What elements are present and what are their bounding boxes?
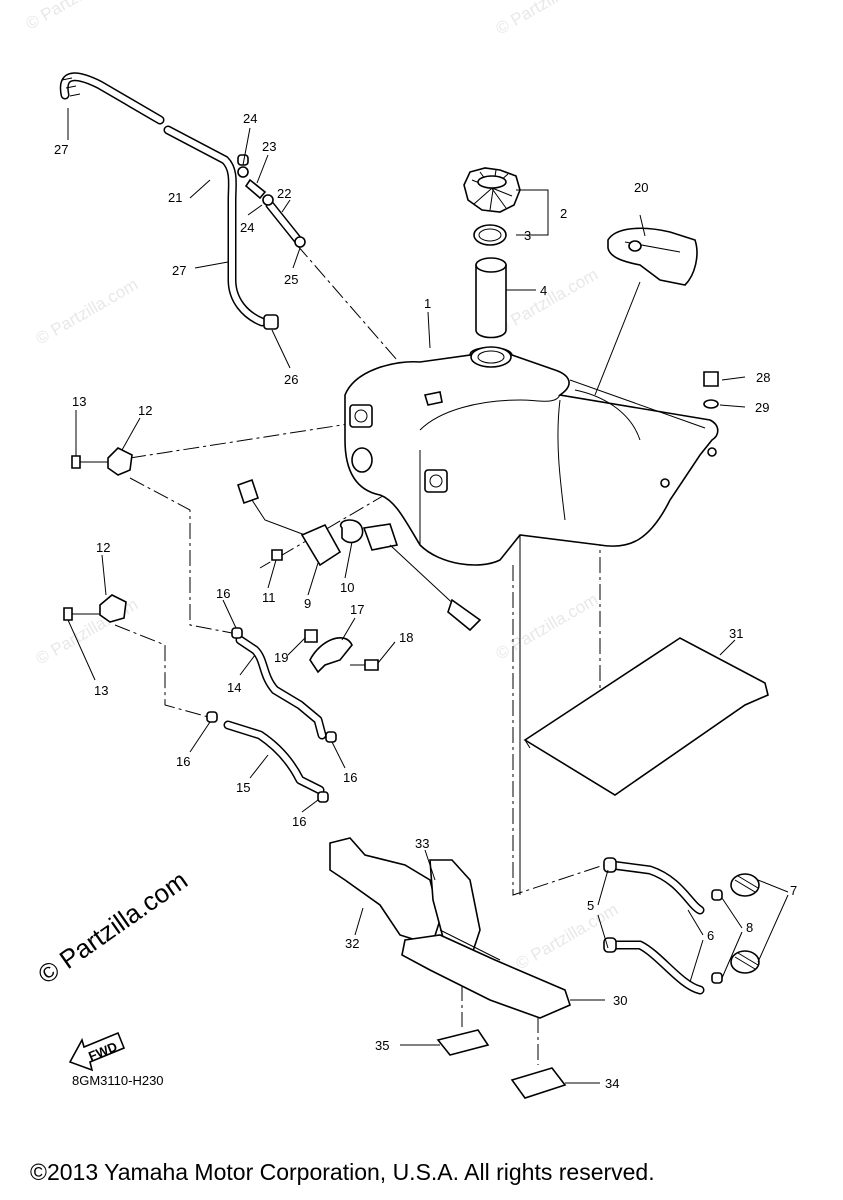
fwd-label: FWD: [86, 1039, 119, 1064]
tank-strap: [607, 227, 698, 286]
callout-35: 35: [375, 1038, 389, 1053]
washer-29: [703, 399, 719, 409]
fuel-sender: [236, 478, 482, 632]
fuel-cock-lower: [63, 594, 127, 623]
callout-21: 21: [168, 190, 182, 205]
fuel-hoses: [206, 627, 337, 803]
cap-gasket-inner: [478, 228, 502, 242]
callout-3: 3: [524, 228, 531, 243]
callout-23: 23: [262, 139, 276, 154]
callout-31: 31: [729, 626, 743, 641]
nut-28: [703, 371, 719, 387]
hose-bracket: [304, 629, 379, 674]
callout-9: 9: [304, 596, 311, 611]
callout-29: 29: [755, 400, 769, 415]
callout-27-lower: 27: [172, 263, 186, 278]
leader-lines: [67, 108, 789, 1084]
callout-8: 8: [746, 920, 753, 935]
copyright-notice: ©2013 Yamaha Motor Corporation, U.S.A. A…: [30, 1159, 655, 1185]
callout-26: 26: [284, 372, 298, 387]
watermark-text: © Partzilla.com: [23, 0, 132, 33]
cap-gasket: [473, 224, 507, 246]
callout-13-upper: 13: [72, 394, 86, 409]
callout-2: 2: [560, 206, 567, 221]
watermark-text: © Partzilla.com: [493, 590, 602, 664]
callout-33: 33: [415, 836, 429, 851]
callout-4: 4: [540, 283, 547, 298]
callout-24-upper: 24: [243, 111, 257, 126]
filler-neck: [475, 257, 507, 339]
callout-16-c: 16: [343, 770, 357, 785]
callout-16-d: 16: [292, 814, 306, 829]
callout-12-upper: 12: [138, 403, 152, 418]
callout-7: 7: [790, 883, 797, 898]
callout-13-lower: 13: [94, 683, 108, 698]
watermark-text: © Partzilla.com: [493, 0, 602, 38]
callout-11: 11: [262, 590, 276, 605]
fwd-arrow-icon: FWD: [68, 1031, 126, 1072]
callout-10: 10: [340, 580, 354, 595]
pad-34: [510, 1067, 567, 1099]
pad-35: [436, 1029, 490, 1056]
callout-labels: 1 2 3 4 5 6 7 8 9 10 11 12 12 13 13 14 1…: [54, 111, 797, 1091]
callout-25: 25: [284, 272, 298, 287]
side-watermark: © Partzilla.com: [32, 865, 193, 990]
callout-22: 22: [277, 186, 291, 201]
watermark-text: © Partzilla.com: [493, 265, 602, 339]
callout-14: 14: [227, 680, 241, 695]
diagram-reference-code: 8GM3110-H230: [72, 1073, 164, 1088]
vent-hoses: [603, 857, 760, 995]
callout-12-lower: 12: [96, 540, 110, 555]
callout-34: 34: [605, 1076, 619, 1091]
callout-1: 1: [424, 296, 431, 311]
callout-30: 30: [613, 993, 627, 1008]
callout-19: 19: [274, 650, 288, 665]
callout-15: 15: [236, 780, 250, 795]
callout-6: 6: [707, 928, 714, 943]
callout-16-a: 16: [216, 586, 230, 601]
fuel-cock-upper: [71, 447, 133, 476]
callout-18: 18: [399, 630, 413, 645]
callout-5: 5: [587, 898, 594, 913]
fuel-tank: [344, 346, 719, 566]
callout-20: 20: [634, 180, 648, 195]
heat-shield-31: [523, 637, 769, 796]
callout-24-lower: 24: [240, 220, 254, 235]
watermark-text: © Partzilla.com: [33, 275, 142, 349]
callout-16-b: 16: [176, 754, 190, 769]
fuel-cap: [463, 167, 521, 213]
breather-hose: [59, 72, 279, 330]
callout-32: 32: [345, 936, 359, 951]
callout-28: 28: [756, 370, 770, 385]
fitting-hose-assembly: [237, 166, 306, 248]
callout-27-upper: 27: [54, 142, 68, 157]
callout-17: 17: [350, 602, 364, 617]
lower-shields: [329, 837, 571, 1019]
